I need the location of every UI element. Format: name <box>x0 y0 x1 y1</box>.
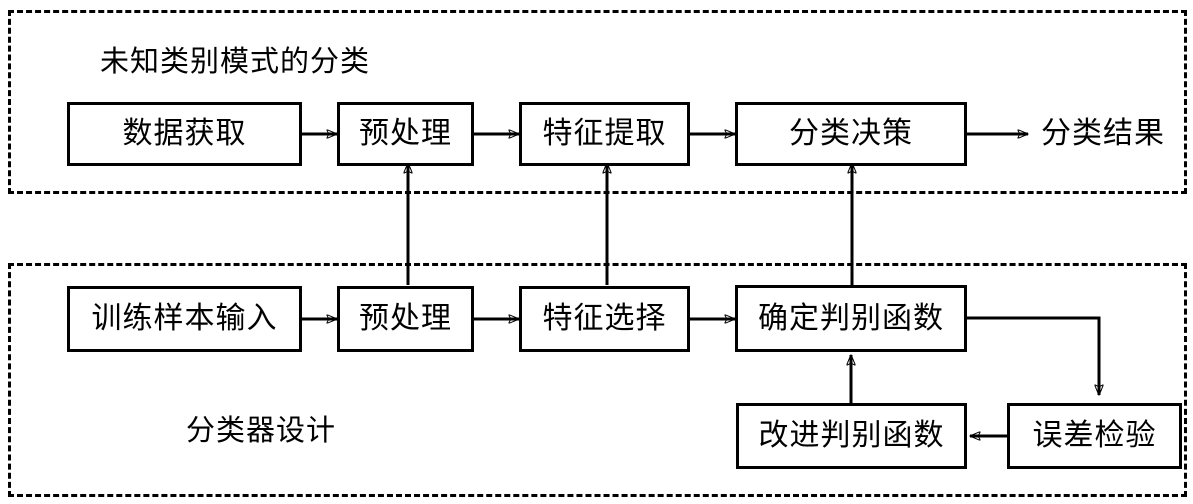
node-preprocessing-bottom[interactable]: 预处理 <box>337 286 474 352</box>
node-training-sample-input[interactable]: 训练样本输入 <box>67 286 302 352</box>
node-label: 确定判别函数 <box>758 301 944 335</box>
node-improve-discriminant-function[interactable]: 改进判别函数 <box>736 403 967 469</box>
label-classification-result: 分类结果 <box>1041 117 1165 150</box>
region-unknown-pattern-classification <box>8 10 1187 194</box>
node-feature-selection[interactable]: 特征选择 <box>519 286 690 352</box>
node-label: 特征选择 <box>542 302 667 335</box>
node-feature-extraction[interactable]: 特征提取 <box>519 102 690 166</box>
node-data-acquisition[interactable]: 数据获取 <box>67 102 302 166</box>
node-label: 训练样本输入 <box>91 302 278 335</box>
region-classifier-design <box>8 263 1187 497</box>
node-label: 预处理 <box>359 302 452 335</box>
node-label: 改进判别函数 <box>758 419 945 452</box>
node-label: 分类决策 <box>789 117 913 150</box>
node-classification-decision[interactable]: 分类决策 <box>735 102 967 166</box>
node-preprocessing-top[interactable]: 预处理 <box>337 102 474 166</box>
node-label: 预处理 <box>359 117 452 150</box>
node-error-check[interactable]: 误差检验 <box>1007 403 1182 469</box>
region-title-unknown-pattern-classification: 未知类别模式的分类 <box>100 46 371 78</box>
node-determine-discriminant-function[interactable]: 确定判别函数 <box>735 285 967 352</box>
node-label: 误差检验 <box>1032 419 1157 452</box>
node-label: 特征提取 <box>542 117 667 150</box>
region-title-classifier-design: 分类器设计 <box>186 415 337 447</box>
node-label: 数据获取 <box>122 117 247 150</box>
